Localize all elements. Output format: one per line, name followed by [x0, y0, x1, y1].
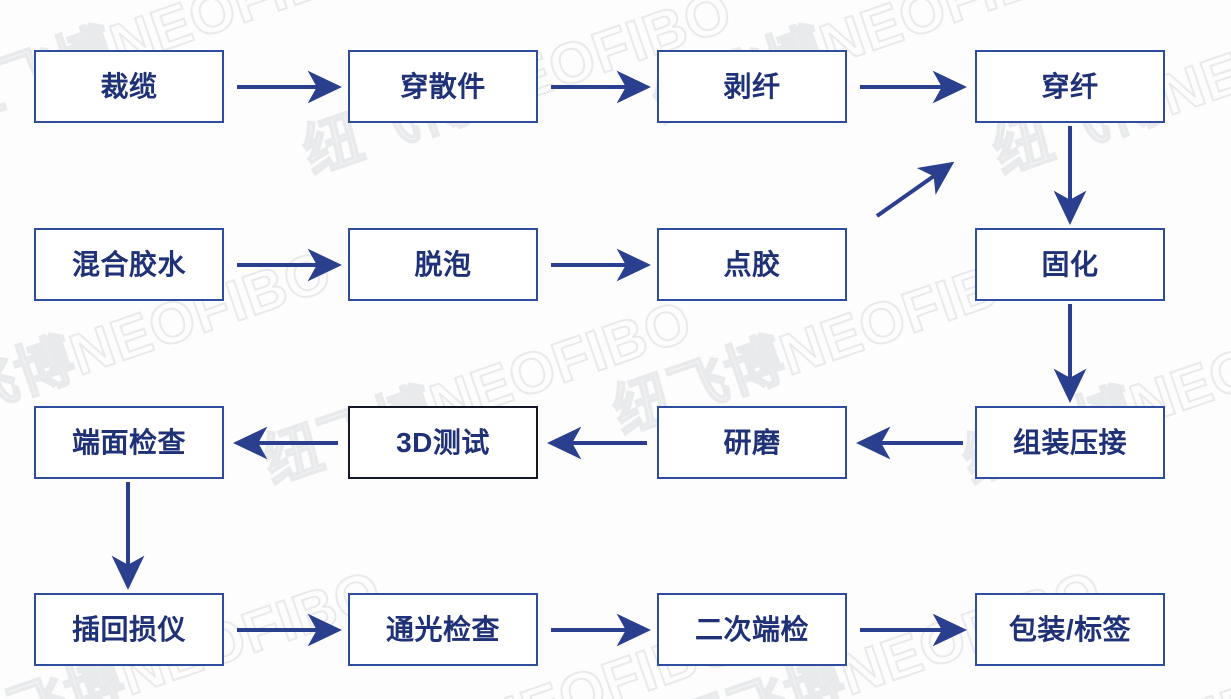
process-node-n11[interactable]: 研磨 — [657, 406, 847, 479]
process-node-label: 剥纤 — [723, 70, 781, 102]
process-node-n9[interactable]: 端面检查 — [34, 406, 224, 479]
process-node-label: 穿散件 — [400, 70, 486, 102]
process-node-n14[interactable]: 通光检查 — [348, 593, 538, 666]
process-node-label: 包装/标签 — [1008, 613, 1132, 645]
process-node-n1[interactable]: 裁缆 — [34, 50, 224, 123]
arrow-n7-to-n4 — [875, 161, 955, 218]
process-node-n13[interactable]: 插回损仪 — [34, 593, 224, 666]
process-node-n4[interactable]: 穿纤 — [975, 50, 1165, 123]
process-node-n8[interactable]: 固化 — [975, 228, 1165, 301]
process-node-label: 3D测试 — [396, 426, 490, 458]
process-node-n5[interactable]: 混合胶水 — [34, 228, 224, 301]
process-node-n2[interactable]: 穿散件 — [348, 50, 538, 123]
process-node-label: 插回损仪 — [71, 613, 186, 645]
process-node-n7[interactable]: 点胶 — [657, 228, 847, 301]
process-node-label: 组装压接 — [1012, 426, 1127, 458]
process-node-n16[interactable]: 包装/标签 — [975, 593, 1165, 666]
process-node-label: 穿纤 — [1041, 70, 1099, 102]
process-node-label: 二次端检 — [694, 613, 809, 645]
process-node-n12[interactable]: 组装压接 — [975, 406, 1165, 479]
process-node-label: 裁缆 — [100, 70, 158, 102]
process-node-label: 脱泡 — [414, 248, 472, 280]
process-node-label: 端面检查 — [71, 426, 186, 458]
process-node-label: 固化 — [1041, 248, 1099, 280]
process-node-n6[interactable]: 脱泡 — [348, 228, 538, 301]
process-node-label: 通光检查 — [385, 613, 500, 645]
process-node-n3[interactable]: 剥纤 — [657, 50, 847, 123]
process-node-label: 混合胶水 — [71, 248, 186, 280]
process-node-n10[interactable]: 3D测试 — [348, 406, 538, 479]
process-node-label: 研磨 — [723, 426, 781, 458]
process-node-n15[interactable]: 二次端检 — [657, 593, 847, 666]
process-node-label: 点胶 — [723, 248, 781, 280]
